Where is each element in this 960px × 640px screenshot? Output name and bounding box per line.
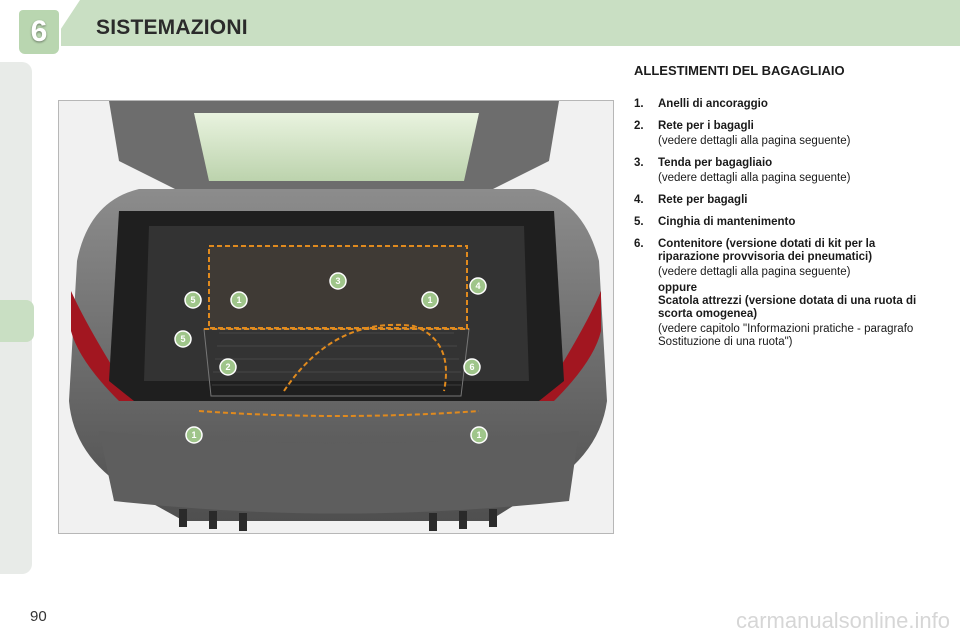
legend-number: 5. [634,216,644,228]
callout-3: 3 [329,272,347,290]
callout-2: 2 [219,358,237,376]
legend-label: Tenda per bagagliaio [658,157,773,169]
trunk-illustration: 1 1 1 1 2 3 4 5 5 6 [58,100,614,534]
legend-item: 4. Rete per bagagli [634,194,934,207]
callout-1-c: 1 [185,426,203,444]
section-heading: ALLESTIMENTI DEL BAGAGLIAIO [634,63,845,78]
callout-5-b: 5 [174,330,192,348]
legend-number: 4. [634,194,644,206]
callout-4: 4 [469,277,487,295]
legend-number: 2. [634,120,644,132]
callout-1-b: 1 [421,291,439,309]
callout-label: 5 [180,334,185,344]
diffuser-fins [179,509,497,531]
highlight-outlines [198,245,480,417]
legend-alt-label: Scatola attrezzi (versione dotata di una… [658,295,917,320]
legend-alt-note: (vedere capitolo "Informazioni pratiche … [658,323,914,348]
left-tail-light [71,291,134,401]
callout-label: 3 [335,276,340,286]
net-mesh [212,332,461,386]
rear-bumper [99,431,579,514]
callout-markers: 1 1 1 1 2 3 4 5 5 6 [174,272,488,444]
callout-label: 2 [225,362,230,372]
callout-label: 1 [236,295,241,305]
callout-label: 5 [190,295,195,305]
legend-label: Cinghia di mantenimento [658,216,796,228]
legend-list: 1. Anelli di ancoraggio 2. Rete per i ba… [634,98,934,358]
callout-label: 6 [469,362,474,372]
callout-1-d: 1 [470,426,488,444]
legend-label: Contenitore (versione dotati di kit per … [658,238,876,263]
legend-number: 1. [634,98,644,110]
legend-note: (vedere dettagli alla pagina seguente) [658,135,851,147]
legend-item: 1. Anelli di ancoraggio [634,98,934,111]
legend-item: 2. Rete per i bagagli (vedere dettagli a… [634,120,934,148]
callout-1-a: 1 [230,291,248,309]
callout-label: 1 [191,430,196,440]
legend-label: Rete per i bagagli [658,120,754,132]
callout-label: 1 [427,295,432,305]
page-title: SISTEMAZIONI [96,16,248,39]
callout-label: 4 [475,281,480,291]
header-bar [0,0,960,46]
side-index-active-tab[interactable] [0,300,34,342]
callout-6: 6 [463,358,481,376]
legend-label: Anelli di ancoraggio [658,98,768,110]
legend-number: 3. [634,157,644,169]
watermark: carmanualsonline.info [735,608,950,633]
chapter-number-badge: 6 [19,10,59,54]
page-number: 90 [30,608,47,625]
legend-number: 6. [634,238,644,250]
callout-5-a: 5 [184,291,202,309]
callout-label: 1 [476,430,481,440]
right-tail-light [539,291,601,401]
legend-item: 6. Contenitore (versione dotati di kit p… [634,238,934,349]
legend-note: (vedere dettagli alla pagina seguente) [658,266,851,278]
legend-item: 3. Tenda per bagagliaio (vedere dettagli… [634,157,934,185]
legend-label: Rete per bagagli [658,194,748,206]
rear-window [194,113,479,181]
legend-item: 5. Cinghia di mantenimento [634,216,934,229]
legend-or: oppure [658,282,697,294]
legend-note: (vedere dettagli alla pagina seguente) [658,172,851,184]
trunk-drawing: 1 1 1 1 2 3 4 5 5 6 [59,101,613,533]
